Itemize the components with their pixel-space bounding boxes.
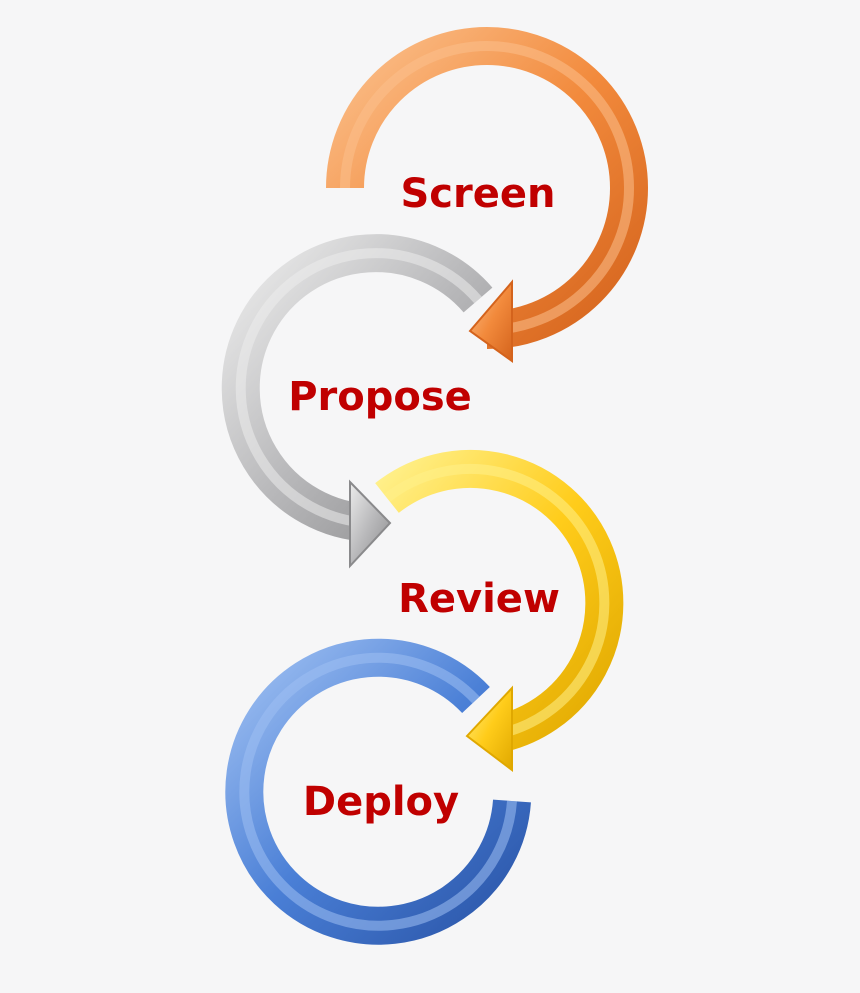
deploy-ring bbox=[225, 638, 531, 945]
review-arrow bbox=[375, 449, 624, 773]
step-label-propose: Propose bbox=[288, 374, 472, 420]
step-label-screen: Screen bbox=[401, 171, 556, 217]
step-label-deploy: Deploy bbox=[303, 779, 459, 825]
step-label-review: Review bbox=[398, 576, 560, 622]
screen-arrow bbox=[326, 27, 648, 363]
propose-arrow bbox=[221, 234, 493, 569]
